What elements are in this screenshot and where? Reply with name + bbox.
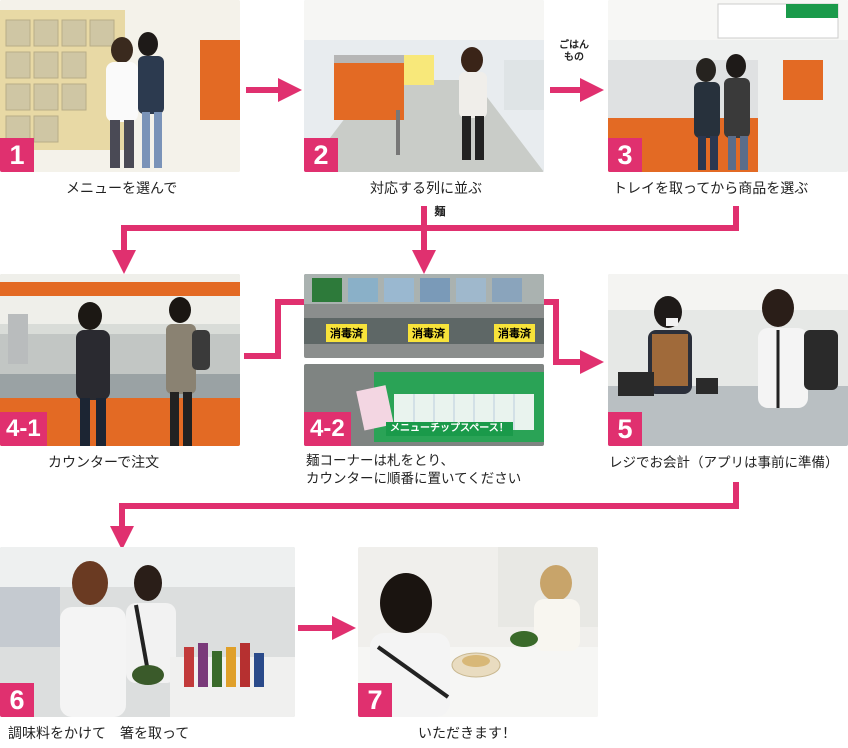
branch-label-rice: ごはん もの bbox=[559, 40, 589, 63]
step-3-photo: 3 bbox=[608, 0, 848, 172]
step-7-caption: いただきます！ bbox=[418, 726, 516, 742]
step-5-photo: 5 bbox=[608, 274, 848, 446]
step-1-photo: 1 bbox=[0, 0, 240, 172]
step-4-2-caption-line-2: カウンターに順番に置いてください bbox=[306, 471, 522, 487]
sign-shoudoku-3: 消毒済 bbox=[494, 324, 535, 342]
step-2-caption: 対応する列に並ぶ bbox=[370, 181, 482, 197]
step-4-2-badge: 4-2 bbox=[304, 412, 351, 446]
step-4-2-caption-line-1: 麺コーナーは札をとり、 bbox=[306, 453, 454, 469]
step-2-badge: 2 bbox=[304, 138, 338, 172]
step-3-caption: トレイを取ってから商品を選ぶ bbox=[613, 181, 809, 197]
step-5-badge: 5 bbox=[608, 412, 642, 446]
step-4-2-photo-top: 消毒済 消毒済 消毒済 bbox=[304, 274, 544, 358]
step-1-badge: 1 bbox=[0, 138, 34, 172]
sign-shoudoku-1: 消毒済 bbox=[326, 324, 367, 342]
branch-label-noodle: 麺 bbox=[434, 205, 446, 218]
step-3-badge: 3 bbox=[608, 138, 642, 172]
sign-shoudoku-2: 消毒済 bbox=[408, 324, 449, 342]
step-7-photo: 7 bbox=[358, 547, 598, 717]
step-4-1-photo: 4-1 bbox=[0, 274, 240, 446]
step-4-1-badge: 4-1 bbox=[0, 412, 47, 446]
step-6-badge: 6 bbox=[0, 683, 34, 717]
arrow-5-to-6 bbox=[110, 482, 739, 550]
step-4-2-photo-bottom: メニューチップスペース！ 4-2 bbox=[304, 364, 544, 446]
step-4-1-caption: カウンターで注文 bbox=[48, 455, 160, 471]
menu-chip-space-sign: メニューチップスペース！ bbox=[386, 422, 513, 436]
step-6-caption: 調味料をかけて 箸を取って bbox=[8, 726, 190, 742]
step-1-caption: メニューを選んで bbox=[66, 181, 178, 197]
step-7-badge: 7 bbox=[358, 683, 392, 717]
step-6-photo: 6 bbox=[0, 547, 295, 717]
step-2-photo: 2 bbox=[304, 0, 544, 172]
step-5-caption: レジでお会計（アプリは事前に準備） bbox=[609, 455, 839, 471]
